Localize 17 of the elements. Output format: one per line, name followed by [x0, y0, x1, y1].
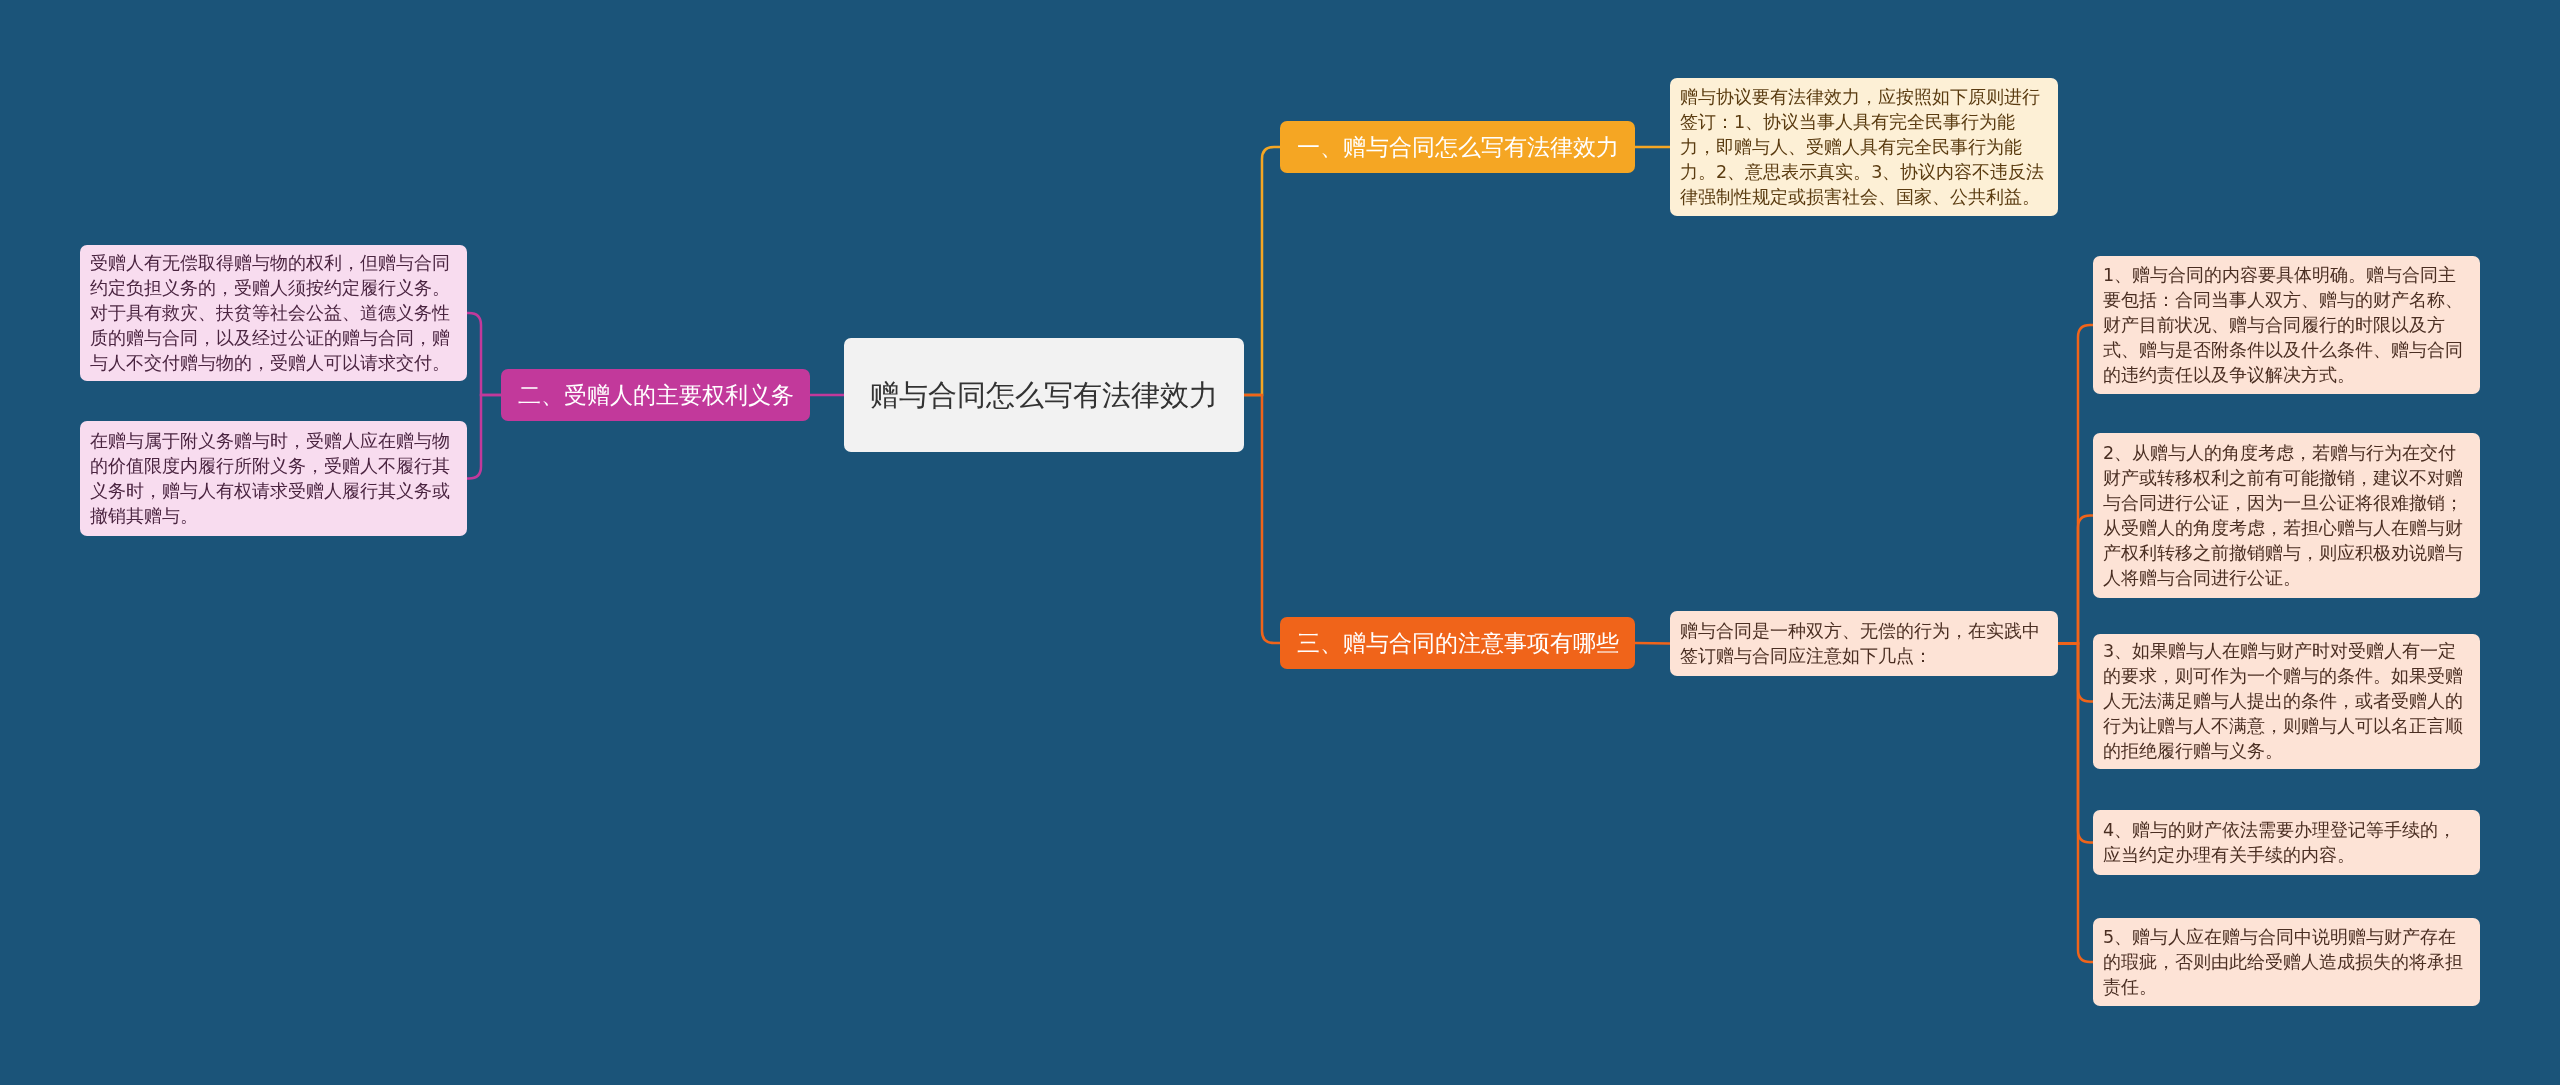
detail-box: 5、赠与人应在赠与合同中说明赠与财产存在的瑕疵，否则由此给受赠人造成损失的将承担责任。 [2093, 918, 2480, 1006]
connector-line [1635, 641, 1670, 645]
detail-box: 赠与协议要有法律效力，应按照如下原则进行签订：1、协议当事人具有完全民事行为能力，即赠与人、受赠人具有完全民事行为能力。2、意思表示真实。3、协议内容不违反法律强制性规定或损害社会、国家、公共利益。 [1670, 78, 2058, 216]
branch-topic-box: 三、赠与合同的注意事项有哪些 [1280, 617, 1635, 669]
detail-box: 2、从赠与人的角度考虑，若赠与行为在交付财产或转移权利之前有可能撤销，建议不对赠与合同进行公证，因为一旦公证将很难撤销；从受赠人的角度考虑，若担心赠与人在赠与财产权利转移之前撤销赠与，则应积极劝说赠与人将赠与合同进行公证。 [2093, 433, 2480, 598]
detail-box: 受赠人有无偿取得赠与物的权利，但赠与合同约定负担义务的，受赠人须按约定履行义务。对于具有救灾、扶贫等社会公益、道德义务性质的赠与合同，以及经过公证的赠与合同，赠与人不交付赠与物的，受赠人可以请求交付。 [80, 245, 467, 381]
root-topic-box: 赠与合同怎么写有法律效力 [844, 338, 1244, 452]
connector-line [1635, 145, 1670, 149]
branch-topic-box: 一、赠与合同怎么写有法律效力 [1280, 121, 1635, 173]
detail-box: 在赠与属于附义务赠与时，受赠人应在赠与物的价值限度内履行所附义务，受赠人不履行其义务时，赠与人有权请求受赠人履行其义务或撤销其赠与。 [80, 421, 467, 536]
connector-line [810, 393, 844, 397]
detail-box: 赠与合同是一种双方、无偿的行为，在实践中签订赠与合同应注意如下几点： [1670, 611, 2058, 676]
detail-box: 4、赠与的财产依法需要办理登记等手续的，应当约定办理有关手续的内容。 [2093, 810, 2480, 875]
detail-box: 1、赠与合同的内容要具体明确。赠与合同主要包括：合同当事人双方、赠与的财产名称、财产目前状况、赠与合同履行的时限以及方式、赠与是否附条件以及什么条件、赠与合同的违约责任以及争议解决方式。 [2093, 256, 2480, 394]
connector-line [467, 393, 501, 480]
detail-box: 3、如果赠与人在赠与财产时对受赠人有一定的要求，则可作为一个赠与的条件。如果受赠人无法满足赠与人提出的条件，或者受赠人的行为让赠与人不满意，则赠与人可以名正言顺的拒绝履行赠与义务。 [2093, 634, 2480, 769]
branch-topic-box: 二、受赠人的主要权利义务 [501, 369, 810, 421]
